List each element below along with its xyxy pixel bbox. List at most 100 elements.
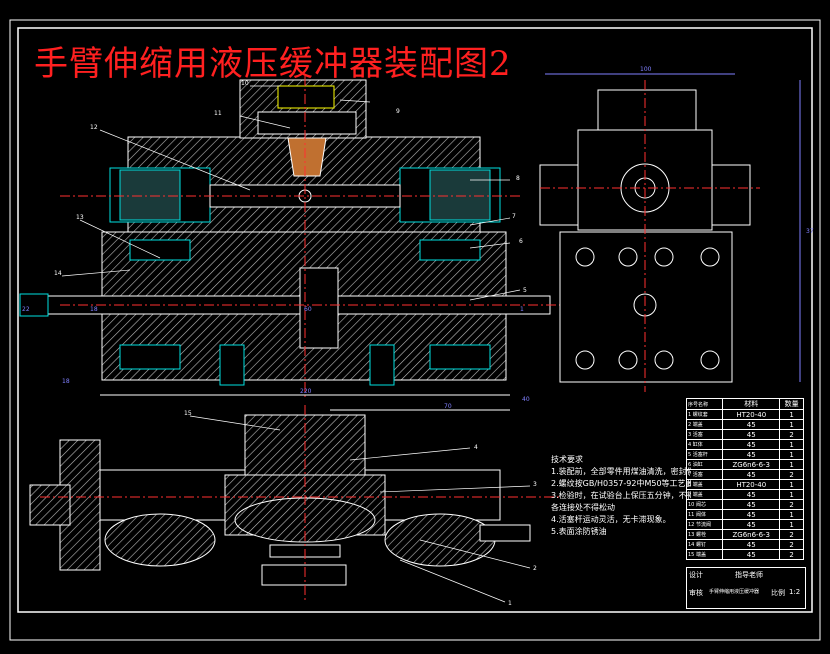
dim-length: 220 [300,388,312,395]
cell: 11 阀体 [685,509,724,520]
cell: 1 [779,409,804,420]
cell: 45 [722,449,781,460]
note-item: 各连接处不得松动 [551,503,615,512]
cell: 45 [722,539,781,550]
notes-heading: 技术要求 [551,455,583,464]
cell: 1 [779,439,804,450]
part-label-11: 11 [214,110,222,117]
cell: HT20-40 [722,409,781,420]
title-block: 设计 指导老师 审核 手臂伸缩用液压缓冲器 比例 1:2 [686,567,806,609]
cell: 1 [779,519,804,530]
part-label-15: 15 [184,410,192,417]
dim-18: 18 [62,378,70,385]
cell: 1 [779,479,804,490]
cell: 12 节流阀 [685,519,724,530]
part-label-8: 8 [516,175,520,182]
cell: HT20-40 [722,479,781,490]
part-label-14: 14 [54,270,62,277]
drawing-title: 手臂伸缩用液压缓冲器装配图2 [34,44,512,84]
dim-40: 40 [522,396,530,403]
cell: 6 油缸 [685,459,724,470]
cell: ZG6n6-6-3 [722,529,781,540]
note-item: 1.装配前，全部零件用煤油清洗，密封件涂润滑脂。 [551,467,691,476]
cell: ZG6n6-6-3 [722,459,781,470]
dim-height: 37 [806,228,814,235]
outer-frame [9,19,821,641]
cell: 45 [722,439,781,450]
cell: 45 [722,419,781,430]
cell: 4 缸体 [685,439,724,450]
dim-1: 1 [520,306,524,313]
part-label-2: 2 [533,565,537,572]
leader-lines [61,85,531,603]
cell: 2 [779,549,804,560]
cell: 45 [722,509,781,520]
cell: 2 [779,499,804,510]
dim-width: 100 [640,66,652,73]
col-header: 数量 [779,398,804,410]
cell: 45 [722,499,781,510]
part-label-7: 7 [512,213,516,220]
dim-22: 22 [22,306,30,313]
cell: 5 活塞杆 [685,449,724,460]
cell: 8 端盖 [685,479,724,490]
cell: 2 端盖 [685,419,724,430]
cell: 1 [779,419,804,430]
part-label-9: 9 [396,108,400,115]
note-item: 3.检验时，在试验台上保压五分钟，不得渗漏， [551,491,691,500]
cell: 1 [779,509,804,520]
cell: 1 [779,449,804,460]
drawing-name: 手臂伸缩用液压缓冲器 [709,589,760,595]
cell: 13 螺栓 [685,529,724,540]
cell: 45 [722,429,781,440]
front-view [19,76,560,411]
cell: 45 [722,489,781,500]
inner-frame [17,27,813,613]
col-header: 序号名称 [685,398,724,410]
cell: 3 活塞 [685,429,724,440]
technical-requirements: 技术要求 1.装配前，全部零件用煤油清洗，密封件涂润滑脂。 2.螺纹按GB/H0… [551,454,691,538]
cell: 14 螺钉 [685,539,724,550]
bottom-view [29,405,560,600]
part-label-1: 1 [508,600,512,607]
note-item: 4.活塞杆运动灵活，无卡滞现象。 [551,515,671,524]
check-label: 审核 [689,589,703,597]
instructor-label: 指导老师 [735,571,763,579]
scale-value: 1:2 [789,588,801,596]
part-label-10: 10 [241,80,249,87]
note-item: 2.螺纹按GB/H0357-92中M50等工艺要求 [551,479,691,488]
part-label-5: 5 [523,287,527,294]
cell: 2 [779,429,804,440]
cell: 2 [779,539,804,550]
cell: 1 [779,459,804,470]
cell: 9 端盖 [685,489,724,500]
scale-label: 比例 [771,589,785,597]
cell: 7 活塞 [685,469,724,480]
note-item: 5.表面涂防锈油 [551,527,607,536]
side-view [539,73,801,392]
part-label-12: 12 [90,124,98,131]
cell: 45 [722,549,781,560]
col-header: 材料 [722,398,781,410]
cell: 1 螺纹套 [685,409,724,420]
cell: 45 [722,519,781,530]
dim-60: 60 [304,306,312,313]
dim-70: 70 [444,403,452,410]
dim-18b: 18 [90,306,98,313]
